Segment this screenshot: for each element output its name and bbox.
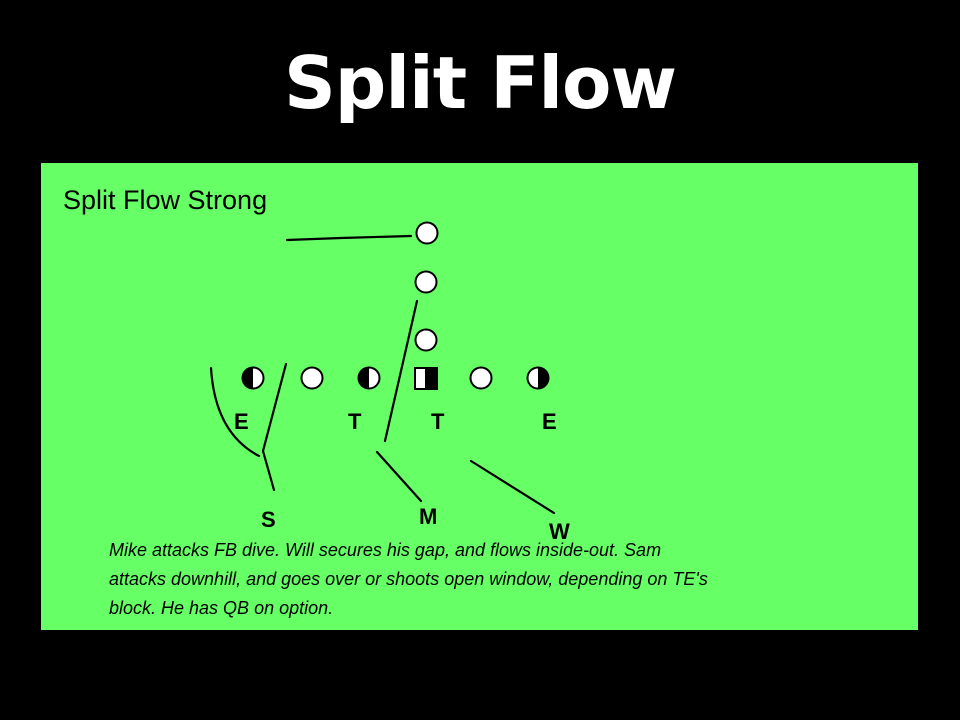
label-mike: M	[419, 504, 437, 529]
fb-dive-path	[383, 299, 419, 443]
sam-path-curve	[209, 366, 261, 458]
play-diagram: Split Flow Strong	[41, 163, 918, 630]
mike-path	[375, 450, 423, 503]
diagram-title: Split Flow Strong	[63, 185, 268, 215]
description-line-2: attacks downhill, and goes over or shoot…	[109, 569, 708, 589]
label-e-right: E	[542, 409, 557, 434]
player-half-circle-3	[357, 366, 381, 390]
player-circle-5	[469, 366, 493, 390]
label-t-right: T	[431, 409, 445, 434]
sam-path-straight	[261, 362, 288, 492]
description-line-1: Mike attacks FB dive. Will secures his g…	[109, 540, 662, 560]
player-half-circle-6	[526, 366, 550, 390]
player-circle-2	[300, 366, 324, 390]
label-t-left: T	[348, 409, 362, 434]
label-e-left: E	[234, 409, 249, 434]
play-description: Mike attacks FB dive. Will secures his g…	[109, 536, 869, 623]
fb-circle	[414, 270, 438, 294]
slide-title: Split Flow	[283, 41, 677, 125]
description-line-3: block. He has QB on option.	[109, 598, 334, 618]
label-sam: S	[261, 507, 276, 532]
tb-circle	[414, 328, 438, 352]
motion-line	[285, 234, 413, 242]
formation-svg: E T T E S M W	[209, 221, 570, 544]
center-square	[414, 367, 438, 390]
player-half-circle-1	[241, 366, 265, 390]
qb-circle	[415, 221, 439, 245]
label-will: W	[549, 519, 570, 544]
will-path	[469, 459, 556, 515]
